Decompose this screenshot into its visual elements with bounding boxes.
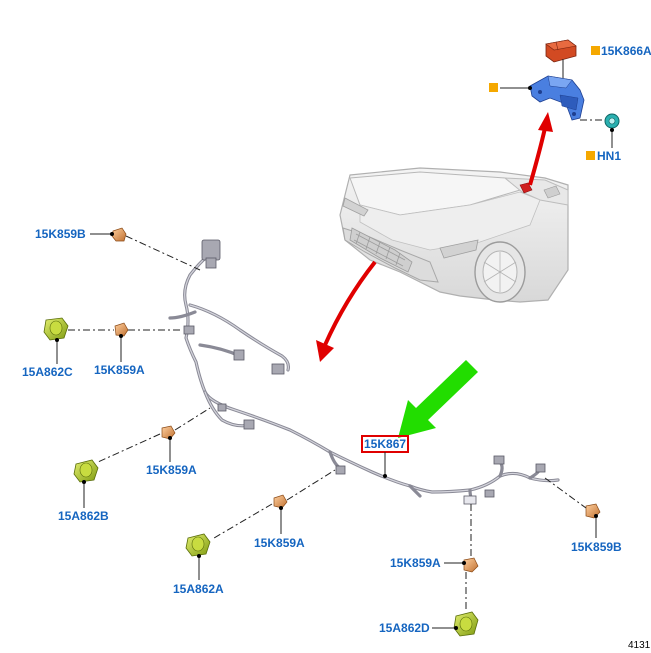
mirror xyxy=(543,185,561,199)
label-15A862B: 15A862B xyxy=(58,509,109,523)
red-arrow-up xyxy=(528,127,547,186)
red-arrow-down xyxy=(323,260,377,346)
module-15K866A[interactable] xyxy=(545,39,577,63)
red-arrow-up-head xyxy=(538,112,553,132)
bracket-15A862C[interactable] xyxy=(43,317,69,341)
vehicle-illustration xyxy=(339,167,569,303)
label-15A862D: 15A862D xyxy=(379,621,430,635)
reference-number: 4131 xyxy=(628,640,651,651)
bracket-15A862A[interactable] xyxy=(185,533,211,557)
label-15K859B-left: 15K859B xyxy=(35,227,86,241)
module-assembly xyxy=(489,39,620,148)
clip-HN1[interactable] xyxy=(604,113,620,129)
marker-15K866A xyxy=(591,46,600,55)
label-15K859A-1: 15K859A xyxy=(94,363,145,377)
label-15K866A: 15K866A xyxy=(601,44,651,58)
label-15A862C: 15A862C xyxy=(22,365,73,379)
green-arrow xyxy=(398,360,478,438)
label-15K859A-2: 15K859A xyxy=(146,463,197,477)
label-15A862A: 15A862A xyxy=(173,582,224,596)
red-arrow-down-head xyxy=(316,340,334,362)
front-wheel xyxy=(474,241,526,303)
sensor-15K859A-4[interactable] xyxy=(463,557,479,573)
bracket-15A862B[interactable] xyxy=(73,459,99,483)
bracket-15A862D[interactable] xyxy=(453,611,479,637)
label-HN1: HN1 xyxy=(597,149,621,163)
label-15K859A-3: 15K859A xyxy=(254,536,305,550)
label-15K859A-4: 15K859A xyxy=(390,556,441,570)
sensor-15K859A-2[interactable] xyxy=(161,425,176,440)
sensor-15K859A-1[interactable] xyxy=(114,322,129,337)
sensor-15K859B-left[interactable] xyxy=(111,227,127,242)
mount-bracket[interactable] xyxy=(529,75,585,121)
label-15K867: 15K867 xyxy=(364,437,406,451)
sensor-15K859A-3[interactable] xyxy=(273,494,288,509)
headlight xyxy=(342,197,479,259)
label-15K859B-right: 15K859B xyxy=(571,540,622,554)
module-location-marker xyxy=(519,182,533,194)
marker-bracket xyxy=(489,83,498,92)
wiring-harness-15K867[interactable] xyxy=(168,239,560,505)
marker-HN1 xyxy=(586,151,595,160)
grille xyxy=(349,227,413,273)
